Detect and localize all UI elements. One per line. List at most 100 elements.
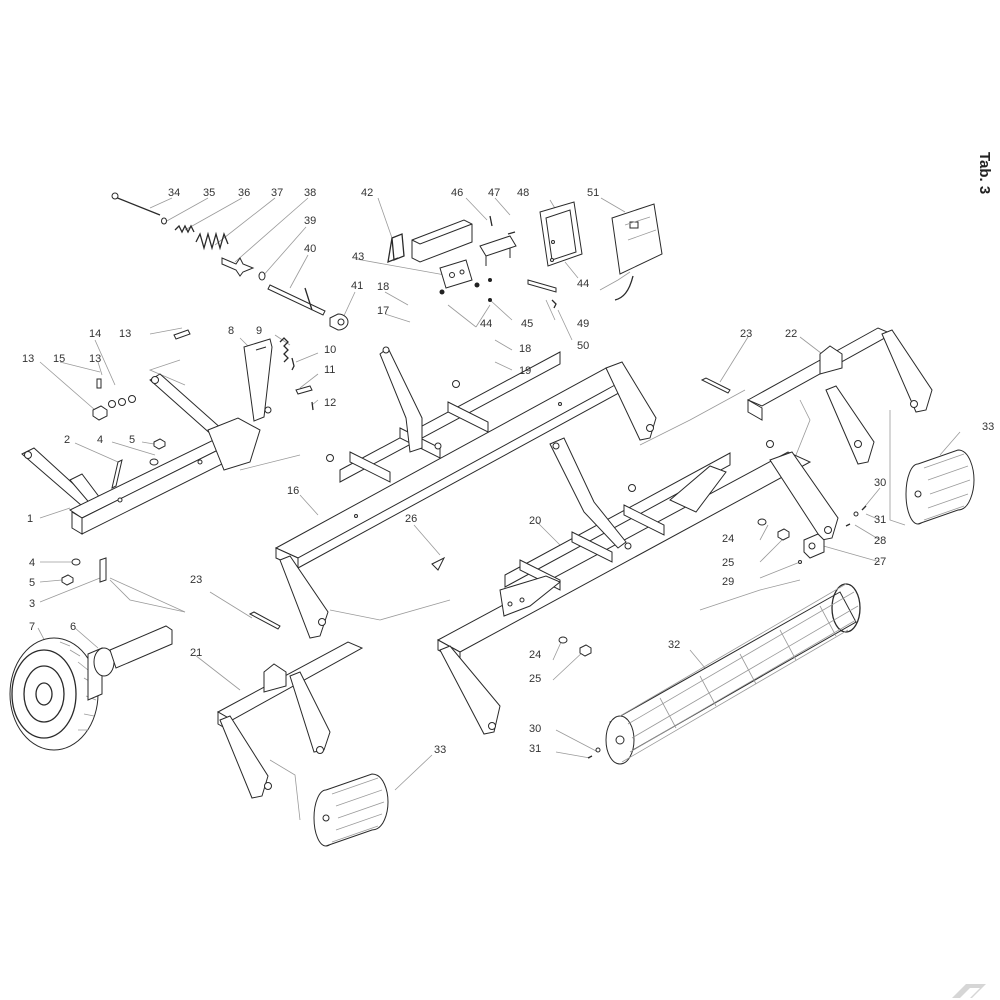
callout-11: 11 xyxy=(324,364,335,376)
callout-22: 22 xyxy=(785,328,797,340)
callout-25: 25 xyxy=(529,673,541,685)
small-hardware xyxy=(248,377,867,759)
bolt-31a xyxy=(861,505,867,511)
callout-30: 30 xyxy=(529,723,541,735)
rear-bracket xyxy=(669,465,727,513)
callout-44: 44 xyxy=(577,278,589,290)
roller-32 xyxy=(605,583,861,765)
callout-1: 1 xyxy=(27,513,33,525)
tube-43 xyxy=(411,219,473,263)
pin-38 xyxy=(221,257,255,277)
callout-51: 51 xyxy=(587,187,599,199)
stub-axle xyxy=(109,625,173,669)
callout-44: 44 xyxy=(480,318,492,330)
bolt-28 xyxy=(845,523,851,527)
rear-frame-20 xyxy=(436,437,839,735)
bolt-15 xyxy=(96,378,102,389)
callout-47: 47 xyxy=(488,187,500,199)
callout-49: 49 xyxy=(577,318,589,330)
plate-26 xyxy=(499,575,561,617)
callout-17: 17 xyxy=(377,305,389,317)
callout-41: 41 xyxy=(351,280,363,292)
callout-20: 20 xyxy=(529,515,541,527)
callout-8: 8 xyxy=(228,325,234,337)
callout-48: 48 xyxy=(517,187,529,199)
callout-15: 15 xyxy=(53,353,65,365)
washer-35 xyxy=(161,217,167,225)
bolt-13 xyxy=(173,329,191,340)
callout-29: 29 xyxy=(722,576,734,588)
callout-19: 19 xyxy=(519,365,531,377)
bolt-2 xyxy=(111,459,123,489)
pin-26 xyxy=(431,556,446,571)
callout-31: 31 xyxy=(874,514,886,526)
callout-9: 9 xyxy=(256,325,262,337)
nut-25a xyxy=(777,528,790,541)
frame-48 xyxy=(539,201,583,267)
callout-36: 36 xyxy=(238,187,250,199)
callout-13: 13 xyxy=(89,353,101,365)
wheel-assembly xyxy=(9,625,173,751)
callout-5: 5 xyxy=(129,434,135,446)
drawbar-1 xyxy=(21,373,261,586)
callout-5: 5 xyxy=(29,577,35,589)
bracket-45 xyxy=(479,235,517,266)
u-clamp-42 xyxy=(387,233,405,264)
spring-37 xyxy=(195,231,229,251)
pin-47 xyxy=(507,231,516,235)
callout-40: 40 xyxy=(304,243,316,255)
linch-pin-10 xyxy=(291,357,295,371)
washer-30b xyxy=(595,747,601,753)
washer-4 xyxy=(149,458,159,466)
rear-tower xyxy=(549,437,627,549)
nut-25b xyxy=(579,644,592,657)
rod-49 xyxy=(527,279,557,293)
plate-43 xyxy=(439,259,473,289)
side-bracket-22 xyxy=(746,327,933,465)
callout-21: 21 xyxy=(190,647,202,659)
tyre-7 xyxy=(9,637,99,751)
callout-labels: 1 2 3 4 4 5 5 6 7 8 9 10 11 12 13 13 13 … xyxy=(22,187,994,756)
callout-7: 7 xyxy=(29,621,35,633)
roller-33b xyxy=(313,773,389,847)
callout-38: 38 xyxy=(304,187,316,199)
washer-24a xyxy=(757,518,767,526)
callout-37: 37 xyxy=(271,187,283,199)
callout-4: 4 xyxy=(97,434,103,446)
callout-32: 32 xyxy=(668,639,680,651)
callout-4: 4 xyxy=(29,557,35,569)
clip-12 xyxy=(311,401,314,411)
callout-33: 33 xyxy=(434,744,446,756)
washer-24b xyxy=(558,636,568,644)
handle-pin-40 xyxy=(267,284,326,316)
upper-hardware xyxy=(111,192,349,331)
callout-42: 42 xyxy=(361,187,373,199)
warning-sign-51 xyxy=(611,203,663,275)
callout-43: 43 xyxy=(352,251,364,263)
nut-5 xyxy=(153,438,166,450)
callout-46: 46 xyxy=(451,187,463,199)
callout-6: 6 xyxy=(70,621,76,633)
nut-13 xyxy=(92,405,108,421)
callout-3: 3 xyxy=(29,598,35,610)
callout-45: 45 xyxy=(521,318,533,330)
callout-24: 24 xyxy=(529,649,541,661)
tab-label: Tab. 3 xyxy=(976,152,993,194)
small-spring-36 xyxy=(174,224,195,234)
main-frame-16 xyxy=(274,346,657,639)
callout-2: 2 xyxy=(64,434,70,446)
callout-10: 10 xyxy=(324,344,336,356)
bracket-8 xyxy=(243,338,273,422)
callout-14: 14 xyxy=(89,328,101,340)
callout-27: 27 xyxy=(874,556,886,568)
chain-9 xyxy=(279,337,289,363)
bolt-31b xyxy=(587,755,593,759)
bolt-46 xyxy=(489,215,493,227)
callout-13: 13 xyxy=(119,328,131,340)
callout-31: 31 xyxy=(529,743,541,755)
callout-34: 34 xyxy=(168,187,180,199)
callout-25: 25 xyxy=(722,557,734,569)
leader-lines xyxy=(37,197,961,821)
washer-30a xyxy=(853,511,859,517)
